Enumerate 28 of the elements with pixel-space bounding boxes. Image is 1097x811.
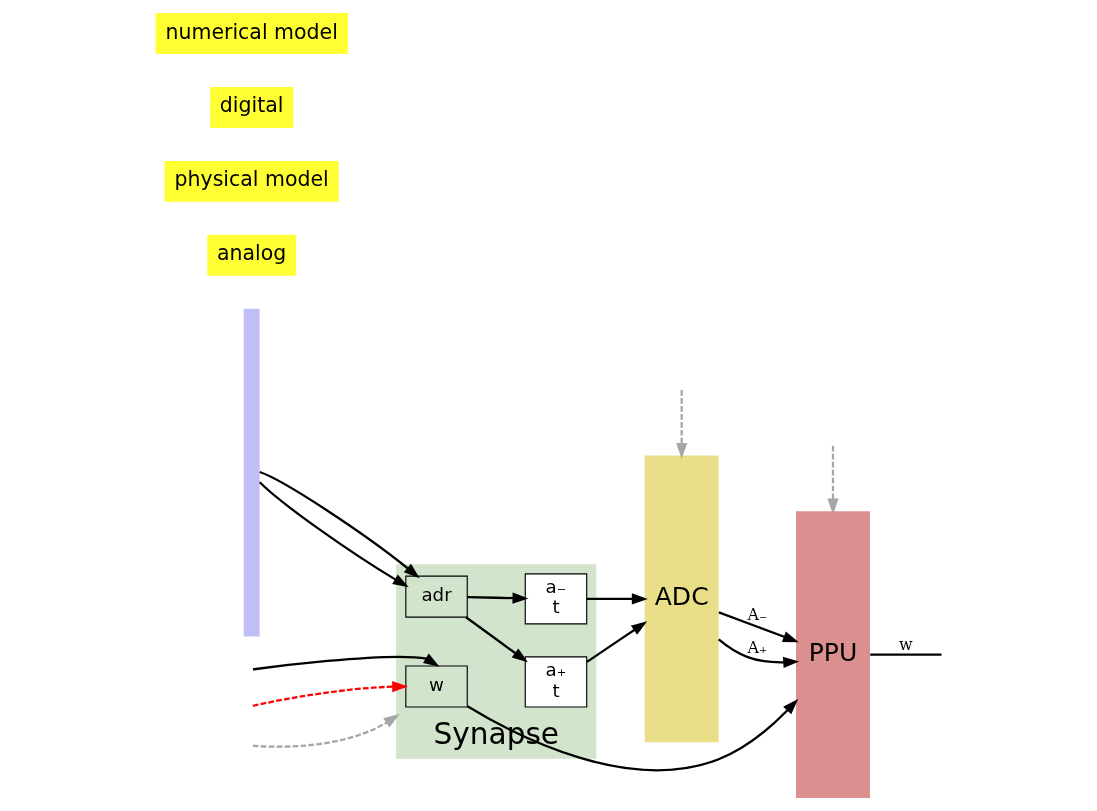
node-box: a₋ t <box>524 573 587 625</box>
edge-label: w <box>898 635 913 655</box>
arrow <box>586 593 648 605</box>
arrow <box>252 681 408 707</box>
node-box: PPU <box>795 511 870 798</box>
label: analog <box>216 241 286 266</box>
edge-label: A₋ <box>746 604 767 624</box>
arrow <box>717 638 799 668</box>
arrow <box>826 445 839 515</box>
node-box: a₊ t <box>524 656 587 708</box>
arrow <box>464 616 528 663</box>
arrow <box>252 653 439 671</box>
node-box: ADC <box>644 455 719 743</box>
arrow <box>258 481 409 588</box>
connector <box>869 653 941 656</box>
label: physical model <box>174 167 329 192</box>
arrow <box>718 611 799 643</box>
node-box: w <box>404 665 468 708</box>
arrow <box>675 390 687 459</box>
arrow <box>252 713 400 748</box>
arrow <box>258 470 420 579</box>
node-bar <box>243 308 260 637</box>
arrow <box>585 621 647 663</box>
edge-label: A₊ <box>746 637 767 657</box>
node-box: adr <box>404 575 468 618</box>
arrow <box>467 592 528 604</box>
label: numerical model <box>165 19 338 44</box>
label: digital <box>219 93 283 118</box>
